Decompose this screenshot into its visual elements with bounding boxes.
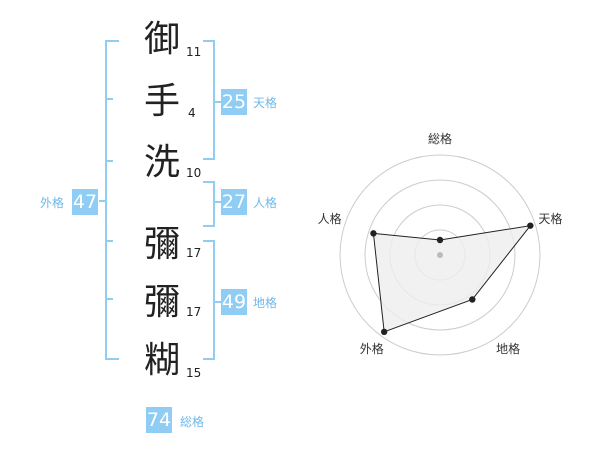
tenkaku-connector — [213, 101, 221, 103]
radar-point-4 — [370, 230, 377, 237]
chikaku-bracket-bottom — [203, 358, 215, 360]
gaikaku-bracket-bottom — [105, 358, 119, 360]
radar-axis-label-4: 人格 — [318, 211, 342, 226]
chikaku-bracket — [213, 240, 215, 360]
radar-point-3 — [380, 328, 388, 336]
radar-point-1 — [527, 222, 534, 229]
name-char-1: 御 — [143, 19, 180, 60]
gaikaku-bracket — [105, 40, 107, 360]
tenkaku-bracket-top — [203, 40, 215, 42]
stroke-count-6: 15 — [186, 366, 202, 380]
tenkaku-value: 25 — [221, 89, 247, 115]
radar-point-2 — [469, 296, 476, 303]
name-char-6: 糊 — [143, 340, 180, 381]
radar-axis-label-0: 総格 — [428, 131, 452, 146]
radar-ring-4 — [339, 154, 541, 356]
name-char-5: 彌 — [143, 282, 180, 323]
jinkaku-bracket-bottom — [203, 225, 215, 227]
radar-ring-3 — [364, 179, 516, 331]
gaikaku-tick-3 — [105, 240, 113, 242]
soukaku-label: 総格 — [180, 415, 205, 429]
chikaku-label: 地格 — [253, 296, 278, 310]
radar-center — [437, 252, 443, 258]
stroke-count-4: 17 — [186, 246, 202, 260]
gaikaku-tick-2 — [105, 160, 113, 162]
name-char-4: 彌 — [143, 224, 180, 265]
chikaku-bracket-top — [203, 240, 215, 242]
chikaku-value: 49 — [221, 289, 247, 315]
stroke-count-3: 10 — [186, 166, 202, 180]
radar-polygon — [372, 224, 532, 333]
stroke-count-2: 4 — [188, 106, 196, 120]
gaikaku-connector — [99, 200, 105, 202]
soukaku-value: 74 — [146, 407, 172, 433]
jinkaku-value: 27 — [221, 189, 247, 215]
name-char-3: 洗 — [143, 142, 180, 183]
radar-axis-label-2: 地格 — [496, 341, 520, 356]
stroke-count-5: 17 — [186, 305, 202, 319]
gaikaku-tick-4 — [105, 298, 113, 300]
jinkaku-bracket — [213, 181, 215, 227]
jinkaku-label: 人格 — [253, 196, 278, 210]
stroke-count-1: 11 — [186, 45, 202, 59]
gaikaku-value: 47 — [72, 189, 98, 215]
gaikaku-bracket-top — [105, 40, 119, 42]
radar-axis-label-1: 天格 — [538, 211, 562, 226]
radar-axis-label-3: 外格 — [360, 341, 384, 356]
jinkaku-bracket-top — [203, 181, 215, 183]
gaikaku-label: 外格 — [40, 196, 65, 210]
radar-point-0 — [436, 236, 444, 244]
name-char-2: 手 — [143, 81, 180, 122]
gaikaku-tick-1 — [105, 98, 113, 100]
chikaku-connector — [213, 301, 221, 303]
tenkaku-bracket-bottom — [203, 158, 215, 160]
tenkaku-label: 天格 — [253, 96, 278, 110]
tenkaku-bracket — [213, 40, 215, 160]
jinkaku-connector — [213, 201, 221, 203]
